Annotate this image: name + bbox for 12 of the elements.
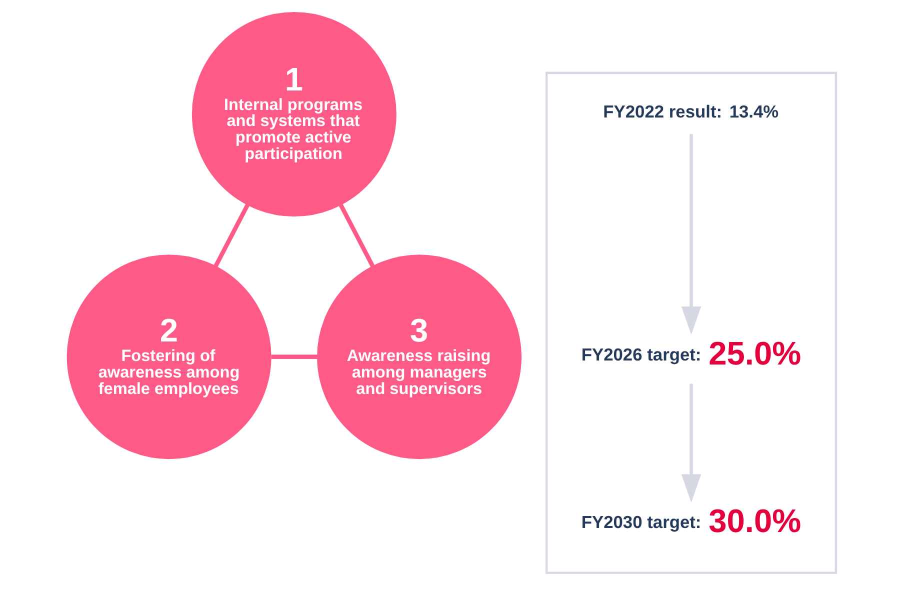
connector <box>271 354 318 359</box>
connector <box>214 204 250 268</box>
node-circle: 1 Internal programs and systems that promote active participation <box>192 12 396 216</box>
arrow <box>681 134 702 335</box>
node-text: FY2026 target: 25.0% <box>581 334 802 372</box>
connector <box>338 204 375 268</box>
node-text: FY2022 result: 13.4% <box>603 101 779 122</box>
node-circle: 3 Awareness raising among managers and supervisors <box>317 254 522 460</box>
arrow <box>681 384 702 503</box>
node-text: FY2030 target: 30.0% <box>581 502 802 539</box>
cluster <box>545 72 838 574</box>
node-circle: 2 Fostering of awareness among female employees <box>66 254 272 460</box>
